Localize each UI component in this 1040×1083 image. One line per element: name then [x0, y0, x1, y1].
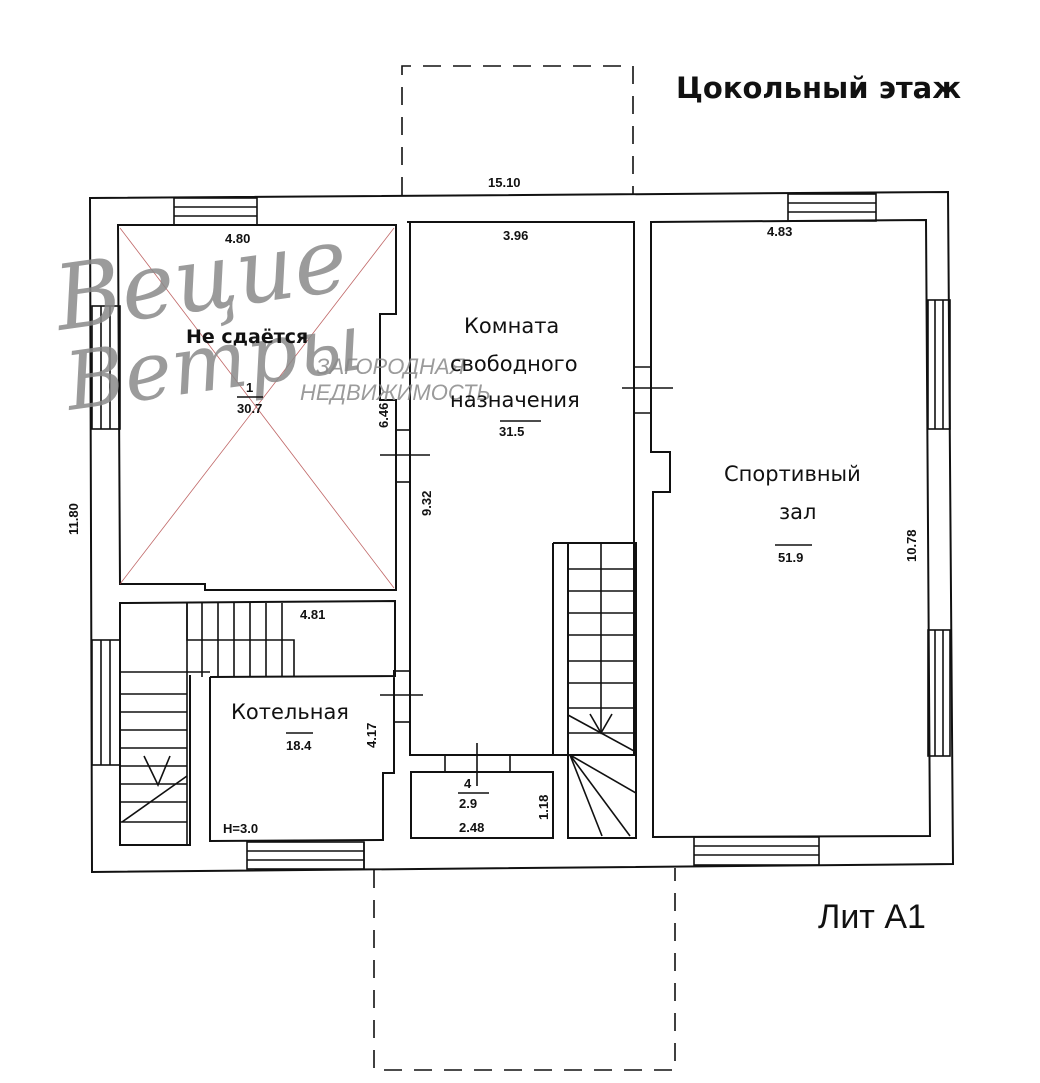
room4-area: 2.9 — [459, 796, 477, 811]
room3-name-line2: зал — [779, 500, 816, 524]
room2-area: 31.5 — [499, 424, 524, 439]
window-bottom-right — [693, 836, 820, 866]
staircase-right — [553, 542, 637, 839]
room-sports-hall — [650, 218, 932, 839]
staircase-left — [120, 603, 295, 845]
door-boiler-room2 — [380, 670, 423, 723]
window-left-lower — [91, 639, 121, 766]
room2-name-line1: Комната — [464, 314, 559, 338]
porch-bottom-outline — [373, 868, 676, 1071]
building-label: Лит А1 — [818, 898, 926, 936]
dim-room1-height: 6.46 — [376, 403, 391, 428]
room3-name-line1: Спортивный — [724, 462, 861, 486]
window-right-lower — [927, 629, 951, 757]
window-bottom-left — [246, 841, 365, 870]
room-4 — [410, 743, 554, 839]
room-boiler — [119, 599, 396, 846]
room2-name-line2: свободного — [450, 352, 578, 376]
boiler-area: 18.4 — [286, 738, 312, 753]
window-left-upper — [91, 305, 121, 430]
window-right-upper — [927, 299, 951, 430]
dim-room2-height: 9.32 — [419, 491, 434, 516]
door-room1-room2 — [380, 429, 430, 483]
room1-area: 30.7 — [237, 401, 262, 416]
room1-number: 1 — [246, 380, 253, 395]
dim-overall-width: 15.10 — [488, 175, 521, 190]
room3-area: 51.9 — [778, 550, 803, 565]
dim-room3-height: 10.78 — [904, 529, 919, 562]
ceiling-height: H=3.0 — [223, 821, 258, 836]
page-title: Цокольный этаж — [676, 71, 961, 105]
svg-text:НЕДВИЖИМОСТЬ: НЕДВИЖИМОСТЬ — [300, 380, 491, 405]
dim-room1-width: 4.80 — [225, 231, 250, 246]
watermark-logo: Вецие Ветры ЗАГОРОДНАЯ НЕДВИЖИМОСТЬ — [46, 207, 490, 429]
window-top-left — [173, 197, 258, 226]
dim-overall-height: 11.80 — [66, 503, 81, 535]
dim-room3-width: 4.83 — [767, 224, 792, 239]
dim-room4-height: 1.18 — [536, 795, 551, 820]
window-top-right — [787, 193, 877, 222]
svg-text:ЗАГОРОДНАЯ: ЗАГОРОДНАЯ — [316, 354, 466, 379]
dim-room4-width: 2.48 — [459, 820, 484, 835]
room4-number: 4 — [464, 776, 472, 791]
room-1 — [116, 224, 397, 591]
room2-name-line3: назначения — [450, 388, 580, 412]
porch-top-outline — [401, 65, 634, 195]
room1-status: Не сдаётся — [186, 326, 308, 348]
door-room2-room3 — [622, 366, 673, 414]
dim-room2-width: 3.96 — [503, 228, 528, 243]
dim-boiler-height: 4.17 — [364, 723, 379, 748]
boiler-name: Котельная — [231, 700, 349, 724]
dim-boiler-width: 4.81 — [300, 607, 325, 622]
room-free-purpose — [407, 221, 635, 756]
